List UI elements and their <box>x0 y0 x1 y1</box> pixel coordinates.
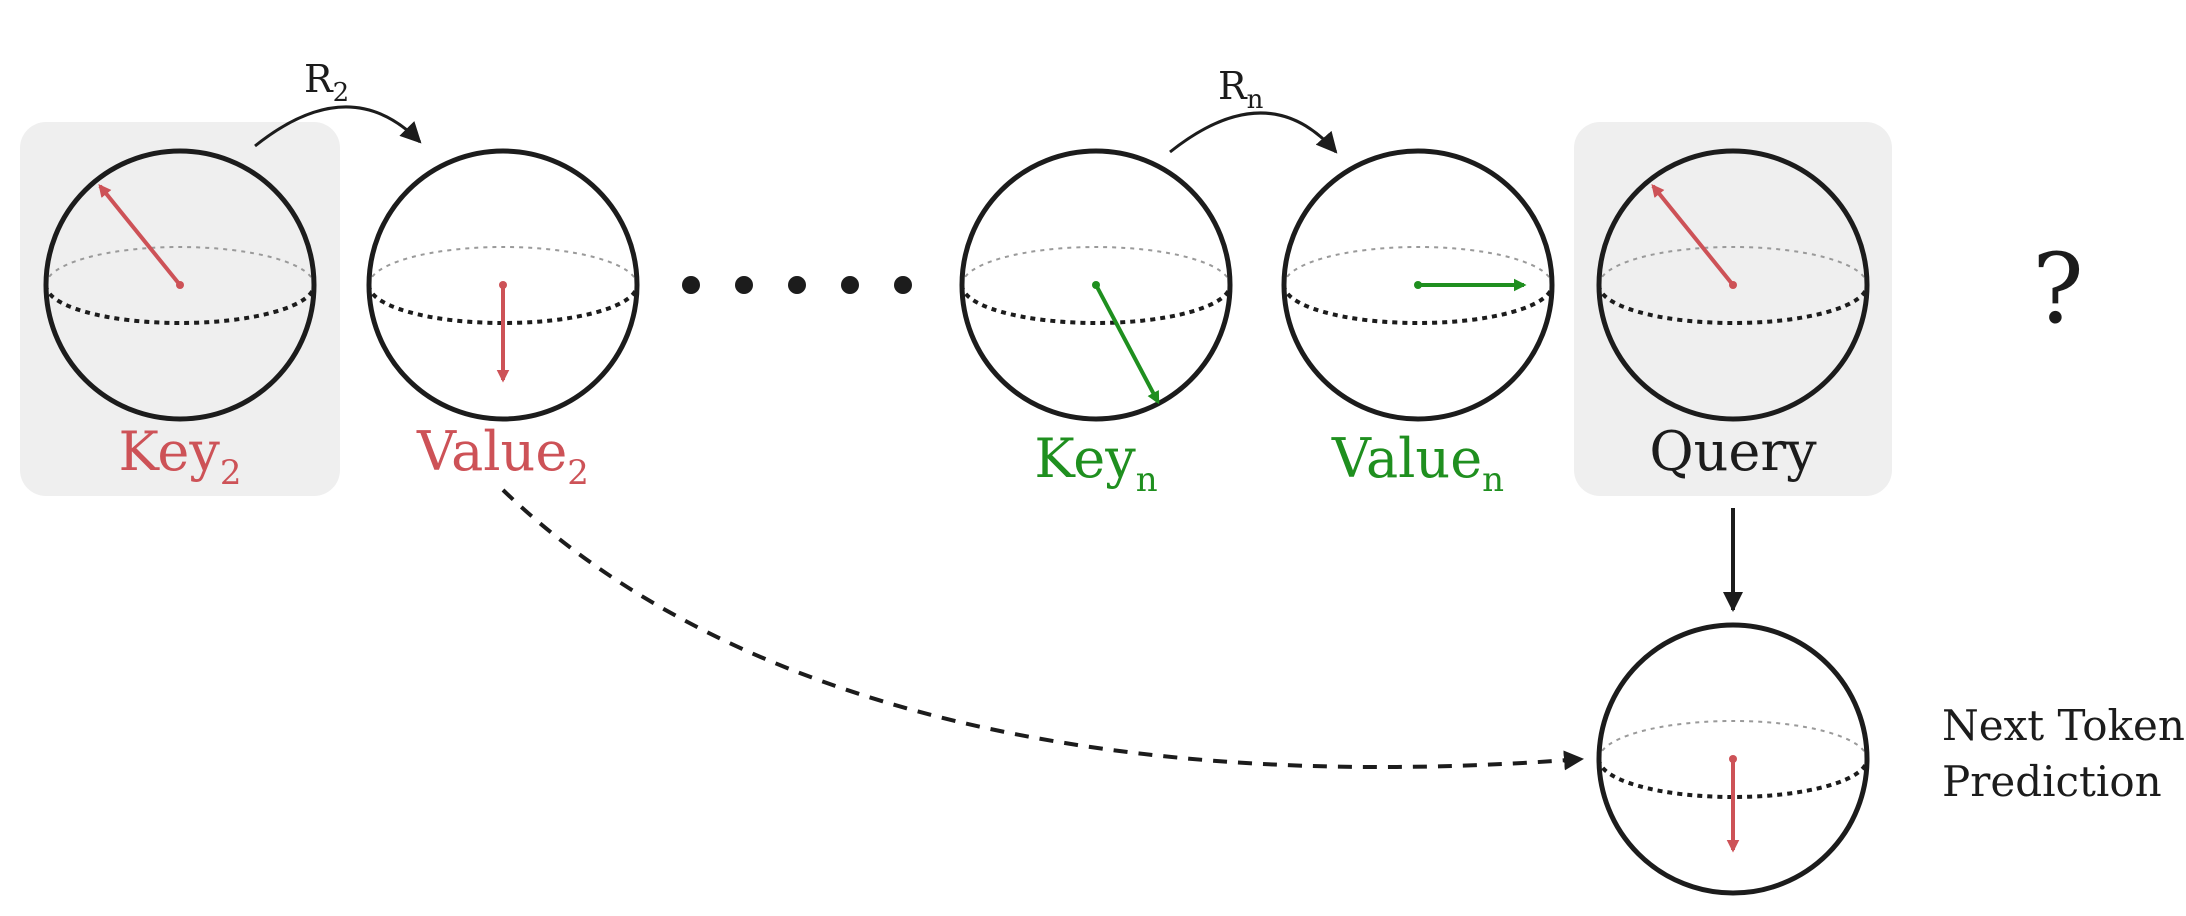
ellipsis-dot <box>894 276 912 294</box>
key2-sphere <box>43 148 317 422</box>
ellipsis-dot <box>682 276 700 294</box>
prediction-label-line1: Next Token <box>1942 701 2185 750</box>
prediction-sphere <box>1596 622 1870 896</box>
key2-label-text: Key <box>119 420 221 483</box>
value2-label-subscript: 2 <box>567 453 589 493</box>
valuen-label-text: Value <box>1331 427 1482 490</box>
query-label: Query <box>1649 420 1817 483</box>
keyn-label-subscript: n <box>1136 460 1158 500</box>
arrow-right-icon <box>1414 278 1527 292</box>
query-panel <box>1574 122 1892 496</box>
value2-to-prediction-dashed-arrow <box>501 488 1584 771</box>
value2-label-text: Value <box>416 420 567 483</box>
rotation-rn-letter: R <box>1218 64 1248 108</box>
keyn-sphere <box>959 148 1233 422</box>
ellipsis-dot <box>735 276 753 294</box>
rotation-r2-letter: R <box>304 57 334 101</box>
key2-label: Key2 <box>119 420 242 493</box>
query-sphere <box>1596 148 1870 422</box>
prediction-label-line2: Prediction <box>1942 757 2162 806</box>
ellipsis-dot <box>788 276 806 294</box>
value2-label: Value2 <box>416 420 589 493</box>
key2-label-subscript: 2 <box>220 453 242 493</box>
rotation-arrow-r2 <box>254 105 422 148</box>
arrow-down-icon <box>496 281 510 383</box>
rotation-label-rn: Rn <box>1218 64 1264 115</box>
keyn-label: Keyn <box>1034 427 1157 500</box>
valuen-label-subscript: n <box>1482 460 1504 500</box>
rotation-rn-subscript: n <box>1247 85 1264 115</box>
keyn-label-text: Key <box>1034 427 1136 490</box>
arrow-up-left-icon <box>98 184 184 289</box>
ellipsis-dot <box>841 276 859 294</box>
ellipsis <box>682 276 912 294</box>
arrow-down-icon <box>1726 755 1740 853</box>
key2-panel <box>20 122 340 496</box>
rotation-arrow-rn <box>1169 111 1338 154</box>
question-mark: ? <box>2032 233 2083 345</box>
rotation-r2-subscript: 2 <box>333 78 350 108</box>
value2-sphere <box>366 148 640 422</box>
arrow-down-right-icon <box>1092 281 1160 405</box>
rotation-label-r2: R2 <box>304 57 349 108</box>
valuen-sphere <box>1281 148 1555 422</box>
arrow-up-left-icon <box>1651 184 1737 289</box>
valuen-label: Valuen <box>1331 427 1504 500</box>
